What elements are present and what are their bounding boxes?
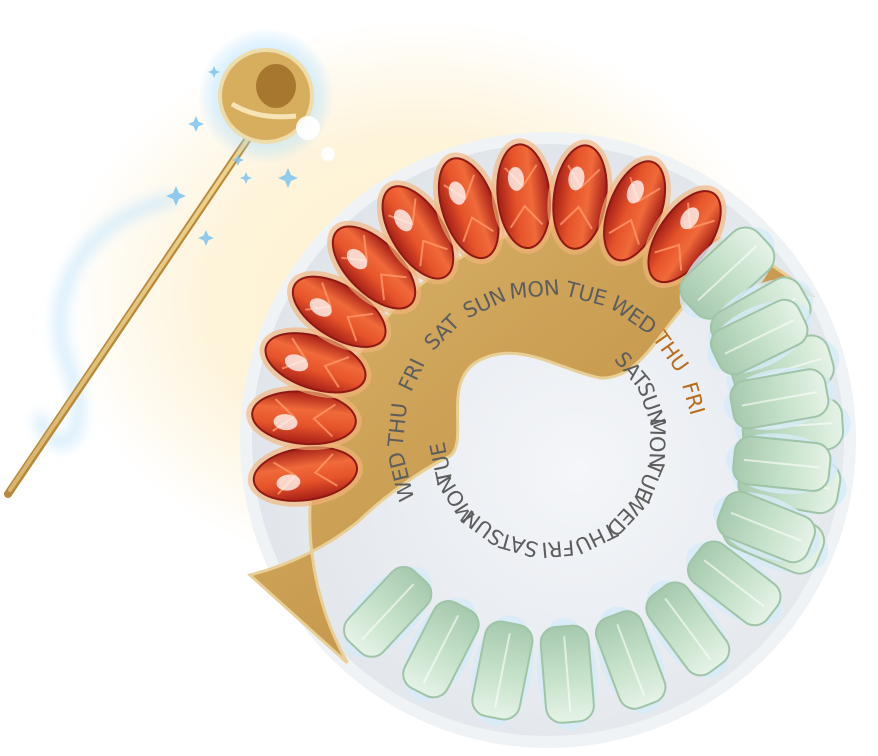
blue-swirl [33, 193, 177, 450]
sparkle-group [166, 66, 298, 246]
placebo-pill [471, 615, 534, 726]
sparkle-icon [232, 154, 244, 166]
pill-layer [246, 138, 851, 731]
pill-score-line [563, 636, 572, 713]
pill-score-line [703, 559, 765, 608]
pill-highlight [568, 166, 585, 191]
pill-highlight [284, 354, 309, 372]
day-label: MON [508, 275, 560, 303]
active-pill [246, 385, 362, 451]
placebo-pill [686, 540, 783, 627]
placebo-pill [343, 566, 433, 658]
pill-score-line [422, 614, 460, 684]
placebo-pill [707, 298, 812, 376]
active-pill [433, 152, 505, 265]
active-pill [642, 185, 727, 288]
pill-score-line [724, 319, 794, 355]
pill-score-line [743, 458, 820, 469]
pill-highlight [680, 207, 700, 230]
day-label: MON [644, 418, 669, 469]
day-label: FRI [540, 535, 575, 562]
magic-wand-icon [4, 28, 335, 498]
day-label: THU [384, 402, 412, 449]
active-pill [547, 139, 613, 255]
sparkle-icon [166, 186, 186, 206]
sparkle-icon [240, 172, 252, 184]
pill-score-line [730, 511, 802, 542]
placebo-pill [402, 597, 480, 701]
sparkle-icon [188, 116, 204, 132]
pill-highlight [393, 209, 413, 232]
pill-score-line [494, 633, 511, 708]
pill-highlight [448, 181, 466, 205]
pill-score-line [664, 597, 712, 661]
active-pill [327, 220, 421, 315]
pill-score-line [741, 391, 817, 407]
pill-highlight [346, 248, 368, 270]
pill-highlight [276, 474, 301, 491]
pill-highlight [309, 298, 332, 317]
pill-score-line [697, 245, 758, 302]
sparkle-icon [208, 66, 220, 78]
placebo-pill [594, 606, 667, 714]
placebo-pill [726, 433, 838, 495]
sparkle-icon [278, 168, 298, 188]
pill-score-line [616, 624, 646, 696]
pill-highlight [626, 180, 644, 204]
pill-highlight [507, 166, 524, 191]
pill-score-line [361, 583, 415, 641]
active-pill [491, 138, 557, 255]
placebo-pill [645, 580, 731, 678]
sparkle-icon [198, 230, 214, 246]
placebo-pill [724, 367, 835, 430]
placebo-pill [537, 618, 598, 731]
placebo-pill [713, 490, 820, 564]
pill-highlight [273, 414, 298, 431]
